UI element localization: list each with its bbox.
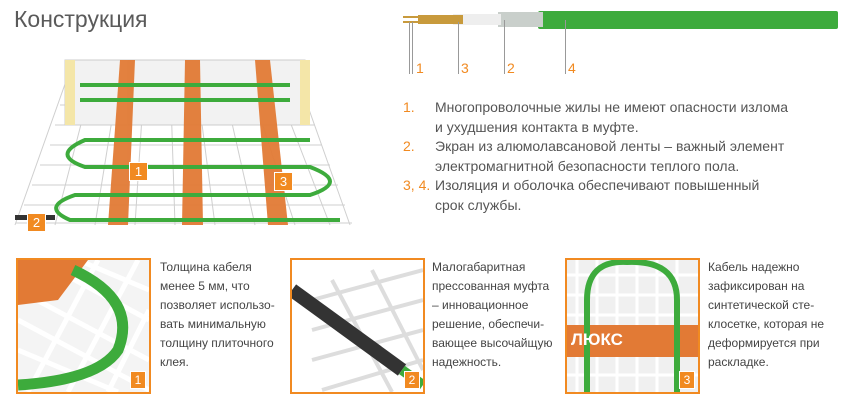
leader-line <box>412 22 413 74</box>
feature-line: менее 5 мм, что <box>160 279 250 293</box>
feature-line: зафиксирован на <box>708 279 805 293</box>
feature-line: клосетке, которая не <box>708 317 825 331</box>
feature-image-cable-thickness: 1 <box>16 258 151 394</box>
feature-line: Кабель надежно <box>708 260 800 274</box>
cable-cross-section <box>403 11 838 29</box>
list-item: 1. Многопроволочные жилы не имеют опаснос… <box>403 98 788 137</box>
feature-line: Малогабаритная <box>432 260 526 274</box>
feature-badge-3: 3 <box>679 371 695 389</box>
list-text: Экран из алюмолавсановой ленты – важный … <box>435 138 785 154</box>
feature-line: надежность. <box>432 355 502 369</box>
mat-label-1: 1 <box>129 162 148 181</box>
feature-line: прессованная муфта <box>432 279 550 293</box>
list-item: 3, 4.Изоляция и оболочка обеспечивают по… <box>403 176 788 215</box>
brand-logo-text: ЛЮКС <box>571 330 623 349</box>
mat-label-2: 2 <box>27 213 46 232</box>
heating-mat-illustration <box>14 59 352 226</box>
leader-line <box>409 22 410 74</box>
page-title: Конструкция <box>14 6 148 32</box>
feature-line: Толщина кабеля <box>160 260 252 274</box>
feature-line: толщину плиточного <box>160 336 274 350</box>
list-number: 2. <box>403 138 415 154</box>
feature-line: позволяет использо- <box>160 298 275 312</box>
feature-text-3: Кабель надежно зафиксирован на синтетическ… <box>708 258 824 372</box>
mat-label-3: 3 <box>274 172 293 191</box>
leader-line <box>458 22 459 74</box>
list-number: 3, 4. <box>403 177 431 193</box>
feature-line: – инновационное <box>432 298 529 312</box>
construction-list: 1. Многопроволочные жилы не имеют опаснос… <box>403 98 788 215</box>
feature-text-1: Толщина кабеля менее 5 мм, что позволяет и… <box>160 258 275 372</box>
list-text: срок службы. <box>435 196 522 213</box>
list-text: электромагнитной безопасности теплого по… <box>435 157 740 174</box>
feature-text-2: Малогабаритная прессованная муфта – иннова… <box>432 258 553 372</box>
feature-line: синтетической сте- <box>708 298 815 312</box>
feature-image-coupling: 2 <box>290 258 425 394</box>
list-number: 1. <box>403 99 415 115</box>
feature-line: раскладке. <box>708 355 769 369</box>
leader-line <box>504 20 505 74</box>
feature-line: клея. <box>160 355 189 369</box>
list-text: Многопроволочные жилы не имеют опасности… <box>435 99 789 115</box>
feature-line: вать минимальную <box>160 317 266 331</box>
feature-line: вающее высочайщую <box>432 336 553 350</box>
feature-line: деформируется при <box>708 336 820 350</box>
cable-label-1: 1 <box>416 60 424 76</box>
feature-image-mesh: ЛЮКС 3 <box>565 258 700 394</box>
list-text: и ухудшения контакта в муфте. <box>435 118 639 135</box>
feature-badge-2: 2 <box>404 371 420 389</box>
cable-label-4: 4 <box>568 60 576 76</box>
list-text: Изоляция и оболочка обеспечивают повышен… <box>435 177 760 193</box>
leader-line <box>565 20 566 74</box>
feature-line: решение, обеспечи- <box>432 317 545 331</box>
list-item: 2. Экран из алюмолавсановой ленты – важны… <box>403 137 788 176</box>
cable-label-2: 2 <box>507 60 515 76</box>
cable-label-3: 3 <box>461 60 469 76</box>
feature-badge-1: 1 <box>130 371 146 389</box>
